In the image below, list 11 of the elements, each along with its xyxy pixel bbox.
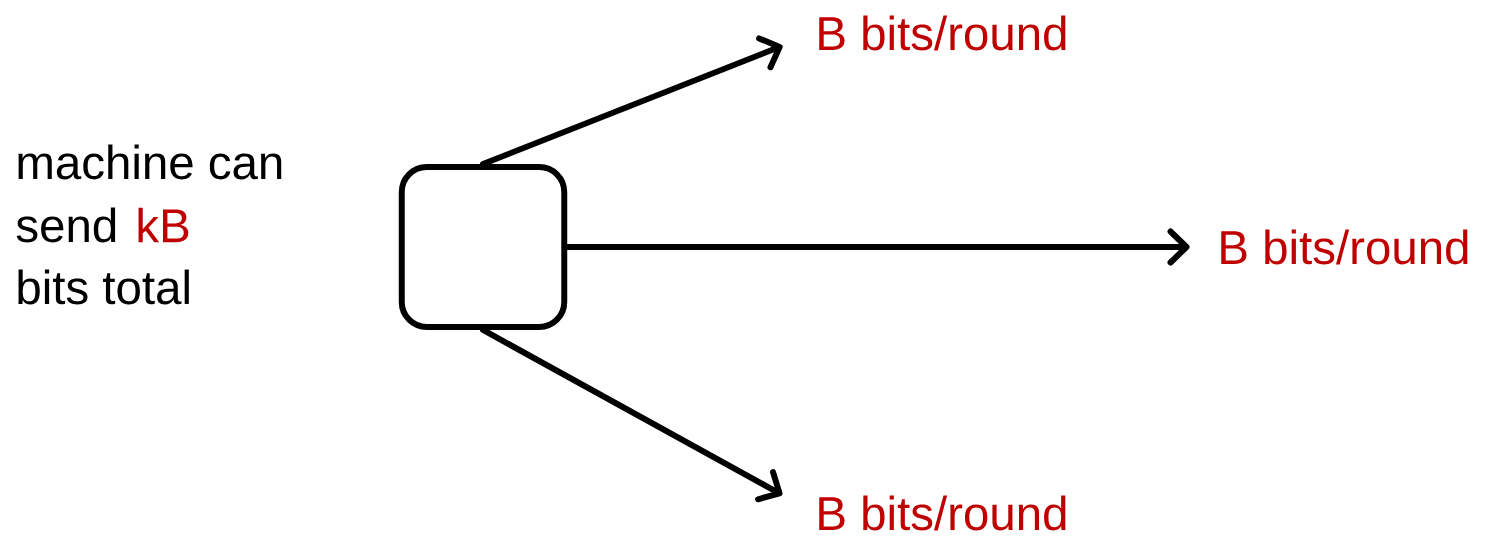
arrow — [480, 35, 783, 167]
rate-label: B bits/round — [819, 15, 1066, 51]
rounded-box — [398, 164, 568, 330]
note-text: send — [16, 207, 116, 243]
note-text: bits total — [18, 269, 189, 305]
note-text: machine can — [18, 144, 282, 180]
rate-label: B bits/round — [819, 495, 1066, 531]
rate-label: B bits/round — [1221, 229, 1468, 265]
note-text: kB — [138, 207, 189, 243]
arrow — [480, 327, 783, 503]
arrow — [564, 228, 1190, 266]
